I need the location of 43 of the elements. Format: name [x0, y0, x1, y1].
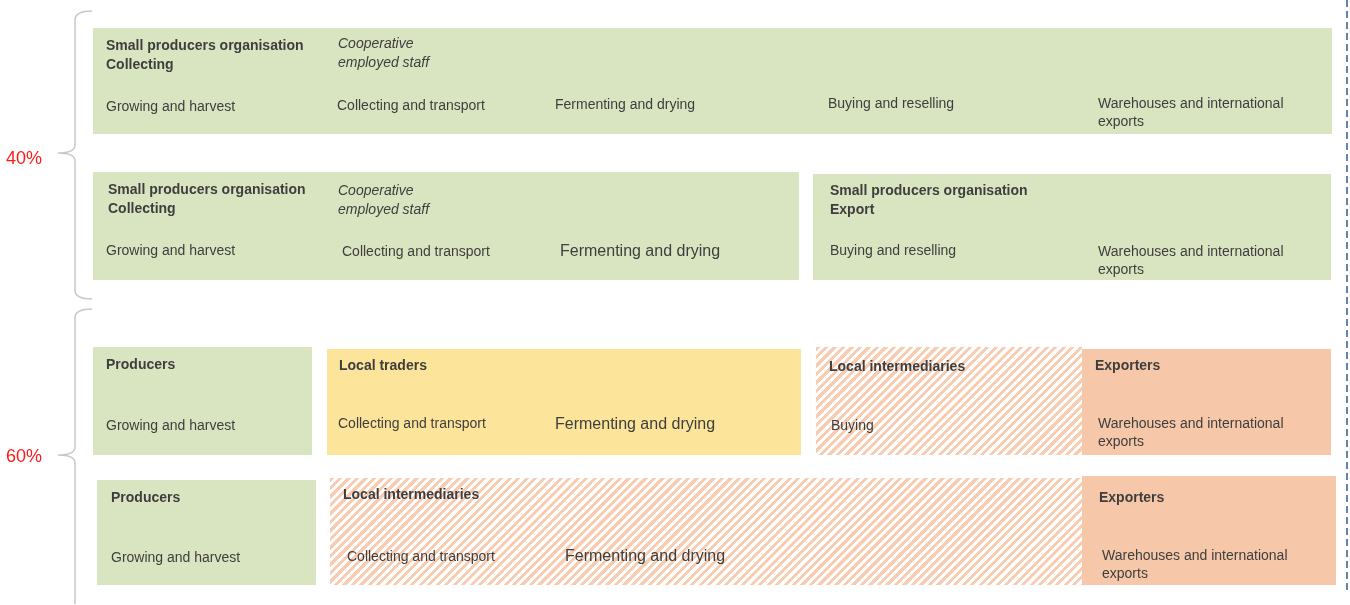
actor-heading: Small producers organisation Export: [830, 181, 1029, 219]
staff-note: Cooperative employed staff: [338, 181, 432, 219]
activity-label: Collecting and transport: [338, 414, 487, 432]
stage-box: [813, 174, 1331, 280]
activity-label: Fermenting and drying: [555, 414, 717, 434]
actor-heading: Small producers organisation Collecting: [106, 36, 305, 74]
actor-heading: Exporters: [1099, 488, 1166, 507]
stage-box: [93, 347, 312, 455]
stage-box: [93, 28, 1332, 134]
stage-box: [97, 480, 316, 585]
activity-label: Growing and harvest: [111, 548, 242, 566]
percentage-label: 40%: [6, 147, 43, 170]
activity-label: Fermenting and drying: [555, 95, 697, 113]
percentage-label: 60%: [6, 445, 43, 468]
stage-box: [1082, 349, 1331, 455]
activity-label: Buying and reselling: [830, 241, 958, 259]
actor-heading: Producers: [106, 355, 177, 374]
activity-label: Growing and harvest: [106, 416, 237, 434]
activity-label: Buying and reselling: [828, 94, 956, 112]
actor-heading: Local traders: [339, 356, 428, 375]
stage-box: [327, 349, 801, 455]
stage-box: [1082, 476, 1336, 585]
staff-note: Cooperative employed staff: [338, 34, 432, 72]
activity-label: Growing and harvest: [106, 97, 237, 115]
activity-label: Collecting and transport: [347, 547, 496, 565]
activity-label: Fermenting and drying: [560, 241, 722, 261]
actor-heading: Local intermediaries: [829, 357, 967, 376]
stage-box: [93, 172, 799, 280]
activity-label: Warehouses and international exports: [1102, 546, 1289, 582]
actor-heading: Small producers organisation Collecting: [108, 180, 307, 218]
stage-box: [330, 478, 1082, 585]
actor-heading: Producers: [111, 488, 182, 507]
activity-label: Collecting and transport: [337, 96, 486, 114]
activity-label: Fermenting and drying: [565, 546, 727, 566]
actor-heading: Local intermediaries: [343, 485, 481, 504]
activity-label: Collecting and transport: [342, 242, 491, 260]
activity-label: Growing and harvest: [106, 241, 237, 259]
activity-label: Warehouses and international exports: [1098, 242, 1285, 278]
activity-label: Buying: [831, 416, 875, 434]
stage-box: [816, 347, 1082, 455]
actor-heading: Exporters: [1095, 356, 1162, 375]
activity-label: Warehouses and international exports: [1098, 94, 1285, 130]
activity-label: Warehouses and international exports: [1098, 414, 1285, 450]
